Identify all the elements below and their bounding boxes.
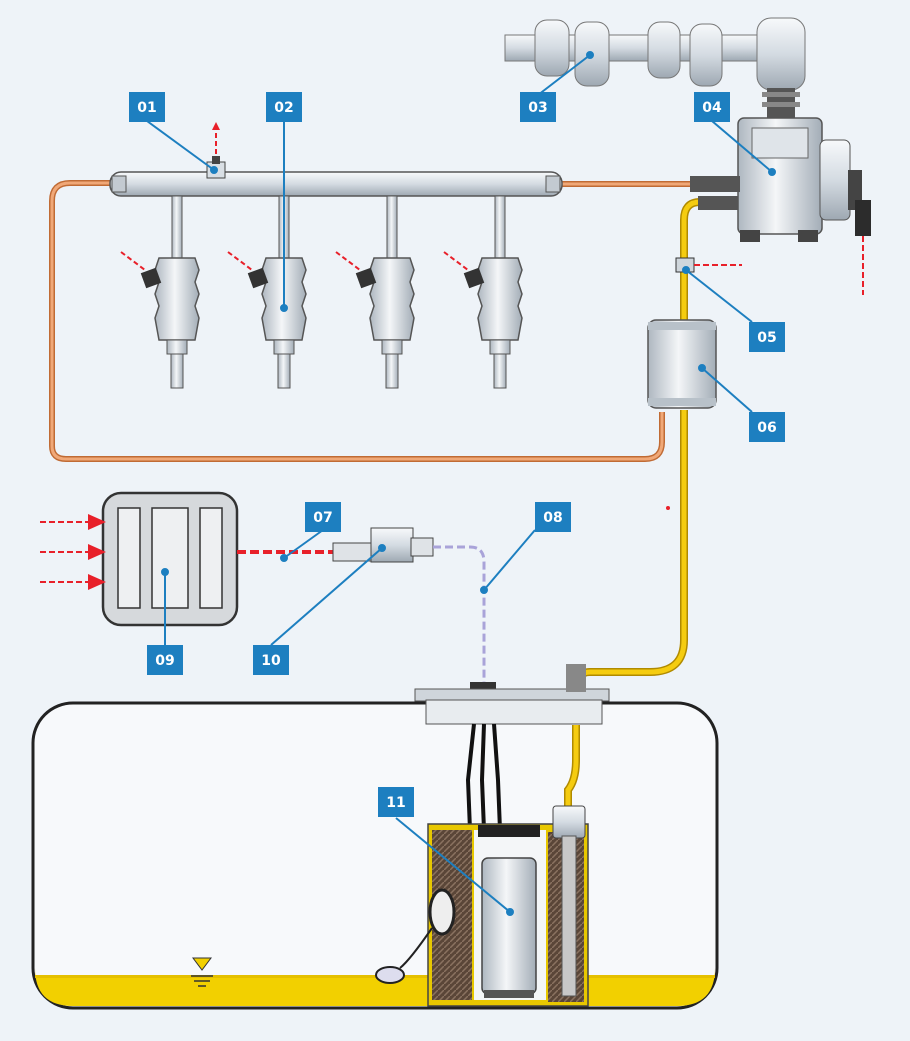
svg-text:04: 04: [702, 100, 722, 116]
svg-text:02: 02: [274, 100, 293, 116]
label-03: 03: [520, 92, 556, 122]
svg-text:11: 11: [386, 795, 405, 811]
return-line: [49, 180, 665, 462]
ecu-input-arrows: [40, 514, 106, 590]
fuel-filter: [647, 319, 717, 409]
tank-flange: [414, 664, 610, 725]
injector-2: [227, 195, 307, 389]
level-sender: [375, 888, 456, 984]
svg-text:09: 09: [155, 653, 174, 669]
marker-dot: [666, 506, 670, 510]
pump-wires: [465, 723, 502, 831]
svg-text:06: 06: [757, 420, 776, 436]
fuel-feed-line-lower: [572, 410, 688, 700]
svg-text:07: 07: [313, 510, 332, 526]
label-05: 05: [749, 322, 785, 352]
svg-text:05: 05: [757, 330, 776, 346]
label-07: 07: [305, 502, 341, 532]
label-08: 08: [535, 502, 571, 532]
svg-text:10: 10: [261, 653, 281, 669]
fuel-tank: [31, 701, 719, 1010]
svg-text:08: 08: [543, 510, 562, 526]
label-04: 04: [694, 92, 730, 122]
leader-lines: [146, 51, 776, 916]
fuel-pump: [478, 825, 540, 998]
fuel-pump-control-module: [332, 527, 434, 563]
camshaft: [504, 17, 806, 118]
injector-1: [120, 195, 200, 389]
svg-text:01: 01: [137, 100, 156, 116]
label-02: 02: [266, 92, 302, 122]
engine-control-unit: [101, 491, 239, 627]
injector-3: [335, 195, 415, 389]
label-06: 06: [749, 412, 785, 442]
label-11: 11: [378, 787, 414, 817]
label-09: 09: [147, 645, 183, 675]
injector-4: [443, 195, 523, 389]
high-pressure-pump: [690, 117, 871, 295]
fuel-level-icon: [191, 957, 213, 987]
label-01: 01: [129, 92, 165, 122]
sensor-line: [433, 545, 486, 684]
fuel-rail: [109, 171, 563, 197]
svg-text:03: 03: [528, 100, 547, 116]
label-10: 10: [253, 645, 289, 675]
pressure-regulator: [552, 805, 586, 997]
